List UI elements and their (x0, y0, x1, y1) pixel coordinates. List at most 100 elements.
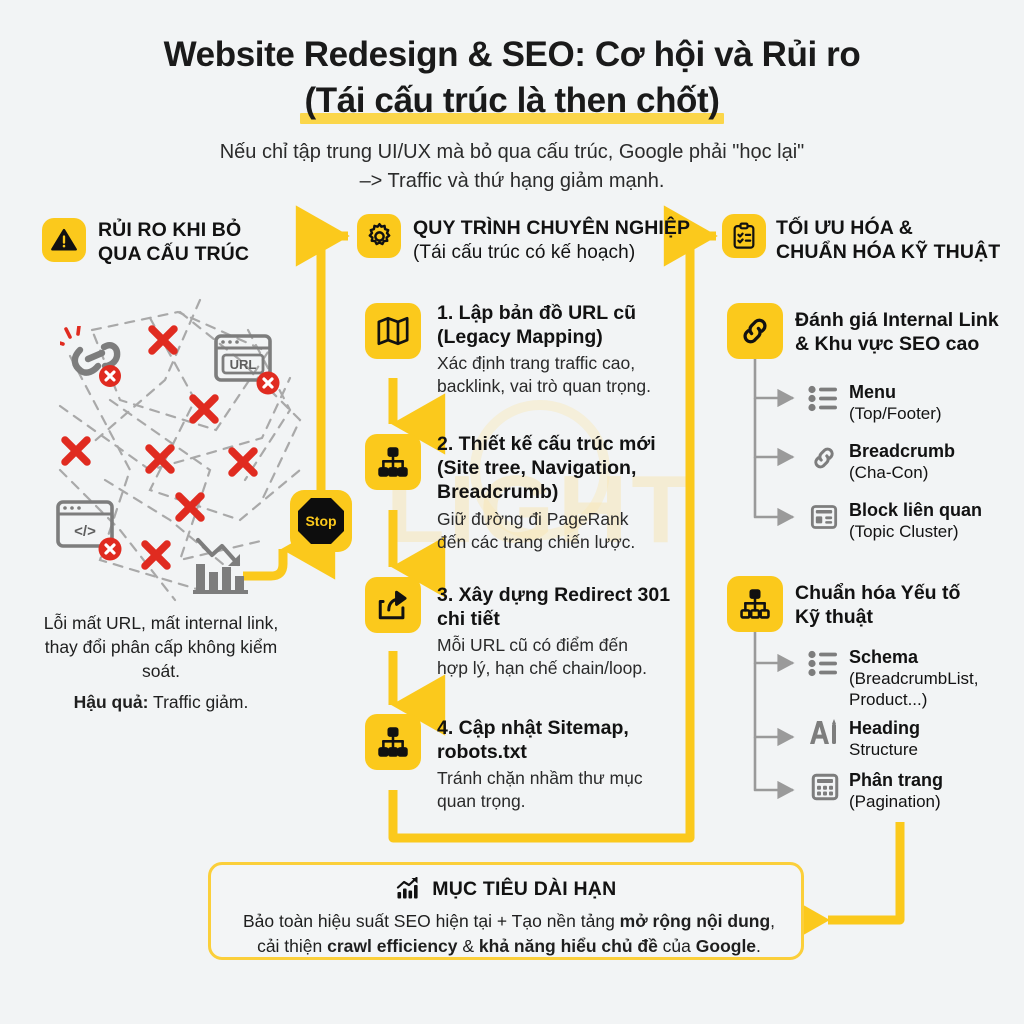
step-3-title-line-2: chi tiết (437, 608, 500, 631)
right-item-heading-label: Heading (849, 718, 921, 738)
goal-l2-d: khả năng hiểu chủ đề (478, 935, 658, 956)
code-label: </> (74, 523, 96, 540)
step-3-desc-line-1: Mỗi URL cũ có điểm đến (437, 635, 628, 655)
right-item-breadcrumb: Breadcrumb (Cha-Con) (849, 441, 1024, 484)
right-item-menu: Menu (Top/Footer) (849, 382, 1024, 425)
right-item-breadcrumb-label: Breadcrumb (849, 441, 956, 461)
redirect-share-icon (365, 577, 421, 633)
goal-l2-a: cải thiện (257, 935, 328, 956)
page-subtitle: Nếu chỉ tập trung UI/UX mà bỏ qua cấu tr… (0, 138, 1024, 196)
right-item-menu-sub: (Top/Footer) (849, 403, 942, 423)
right-item-pagination-label: Phân trang (849, 770, 944, 790)
step-2-title: 2. Thiết kế cấu trúc mới (Site tree, Nav… (437, 432, 692, 505)
right-heading-line-1: TỐI ƯU HÓA & (776, 217, 913, 239)
right-item-schema-sub2: Product...) (849, 689, 928, 709)
breadcrumb-chain-icon (810, 444, 838, 477)
url-browser-window-icon: URL (214, 334, 284, 403)
middle-heading: QUY TRÌNH CHUYÊN NGHIỆP (413, 217, 691, 239)
group-1-title: Đánh giá Internal Link & Khu vực SEO cao (795, 308, 1020, 356)
bullet-list-icon (808, 650, 838, 682)
right-item-pagination-sub: (Pagination) (849, 791, 941, 811)
left-column-caption: Lỗi mất URL, mất internal link, thay đổi… (30, 612, 292, 715)
right-item-breadcrumb-sub: (Cha-Con) (849, 462, 929, 482)
link-chain-icon (727, 303, 783, 359)
right-item-block: Block liên quan (Topic Cluster) (849, 500, 1024, 543)
risk-caption-text: Lỗi mất URL, mất internal link, thay đổi… (43, 613, 279, 681)
right-item-heading: Heading Structure (849, 718, 1024, 761)
right-item-block-label: Block liên quan (849, 500, 983, 520)
code-browser-window-icon: </> (56, 500, 126, 569)
right-column-heading: TỐI ƯU HÓA & CHUẨN HÓA KỸ THUẬT (776, 217, 1024, 265)
step-1-desc: Xác định trang traffic cao, backlink, va… (437, 352, 687, 398)
goal-box: MỤC TIÊU DÀI HẠN Bảo toàn hiệu suất SEO … (208, 862, 804, 960)
step-2-title-line-2: (Site tree, Navigation, (437, 457, 637, 480)
step-4-title: 4. Cập nhật Sitemap, robots.txt (437, 716, 692, 764)
step-1-title: 1. Lập bản đồ URL cũ (Legacy Mapping) (437, 301, 687, 349)
goal-l1-c: , (770, 911, 776, 931)
warning-triangle-icon (42, 218, 86, 262)
broken-link-icon (54, 324, 126, 393)
right-item-pagination: Phân trang (Pagination) (849, 770, 1024, 813)
middle-column-heading: QUY TRÌNH CHUYÊN NGHIỆP (Tái cấu trúc có… (413, 217, 703, 264)
step-4-desc-line-2: quan trọng. (437, 790, 526, 811)
step-1-title-line-2: (Legacy Mapping) (437, 326, 603, 349)
right-item-menu-label: Menu (849, 382, 896, 402)
sitemap-tree-icon (365, 714, 421, 770)
right-heading-line-2: CHUẨN HÓA KỸ THUẬT (776, 240, 1001, 263)
group-2-title: Chuẩn hóa Yếu tố Kỹ thuật (795, 581, 1010, 629)
heading-text-icon (808, 718, 840, 753)
group-2-title-line-2: Kỹ thuật (795, 606, 873, 629)
step-2-desc-line-2: đến các trang chiến lược. (437, 531, 636, 552)
goal-l1-a: Bảo toàn hiệu suất SEO hiện tại + Tạo nề… (242, 911, 620, 931)
title-line-1: Website Redesign & SEO: Cơ hội và Rủi ro (163, 35, 861, 74)
step-2-desc-line-1: Giữ đường đi PageRank (437, 509, 629, 529)
subtitle-line-2: –> Traffic và thứ hạng giảm mạnh. (359, 170, 665, 192)
step-1-desc-line-2: backlink, vai trò quan trọng. (437, 375, 652, 396)
right-item-schema-label: Schema (849, 647, 919, 667)
right-item-schema-sub: (BreadcrumbList, (849, 668, 979, 688)
growth-chart-icon (396, 876, 420, 906)
goal-l2-e: của (657, 935, 696, 956)
step-2-title-line-1: 2. Thiết kế cấu trúc mới (437, 433, 656, 455)
step-1-title-line-1: 1. Lập bản đồ URL cũ (437, 302, 636, 324)
middle-subheading: (Tái cấu trúc có kế hoạch) (413, 241, 636, 263)
group-2-title-line-1: Chuẩn hóa Yếu tố (795, 582, 961, 604)
goal-l2-c: & (457, 935, 479, 956)
right-item-schema: Schema (BreadcrumbList, Product...) (849, 647, 1024, 710)
goal-heading-row: MỤC TIÊU DÀI HẠN (211, 876, 801, 906)
declining-bar-chart-icon (192, 534, 252, 601)
step-2-desc: Giữ đường đi PageRank đến các trang chiế… (437, 508, 692, 554)
url-label: URL (230, 357, 257, 372)
step-3-desc: Mỗi URL cũ có điểm đến hợp lý, hạn chế c… (437, 634, 692, 680)
step-4-title-line-1: 4. Cập nhật Sitemap, (437, 717, 629, 739)
subtitle-line-1: Nếu chỉ tập trung UI/UX mà bỏ qua cấu tr… (219, 141, 805, 163)
step-1-desc-line-1: Xác định trang traffic cao, (437, 353, 636, 373)
goal-heading-text: MỤC TIÊU DÀI HẠN (432, 878, 617, 900)
goal-l2-b: crawl efficiency (327, 935, 458, 956)
group-1-title-line-1: Đánh giá Internal Link (795, 309, 999, 331)
goal-l2-f: Google (695, 935, 757, 956)
stop-sign-node: Stop (290, 490, 352, 552)
step-3-title-line-1: 3. Xây dựng Redirect 301 (437, 584, 671, 606)
goal-body: Bảo toàn hiệu suất SEO hiện tại + Tạo nề… (225, 909, 793, 959)
left-heading-line-2: QUA CẤU TRÚC (98, 242, 250, 265)
goal-l2-g: . (756, 935, 761, 956)
goal-body-line-2: cải thiện crawl efficiency & khả năng hi… (225, 934, 793, 959)
map-icon (365, 303, 421, 359)
page-title: Website Redesign & SEO: Cơ hội và Rủi ro… (0, 32, 1024, 125)
left-heading-line-1: RỦI RO KHI BỎ (98, 219, 242, 241)
consequence-value: Traffic giảm. (153, 692, 249, 713)
pagination-grid-icon (810, 772, 840, 807)
content-block-icon (810, 503, 838, 536)
consequence-label: Hậu quả: (73, 692, 149, 713)
left-column-heading: RỦI RO KHI BỎ QUA CẤU TRÚC (98, 219, 308, 267)
gear-icon (357, 214, 401, 258)
right-item-heading-sub: Structure (849, 739, 918, 759)
step-3-desc-line-2: hợp lý, hạn chế chain/loop. (437, 657, 647, 678)
clipboard-check-icon (722, 214, 766, 258)
right-item-block-sub: (Topic Cluster) (849, 521, 959, 541)
goal-body-line-1: Bảo toàn hiệu suất SEO hiện tại + Tạo nề… (225, 909, 793, 934)
step-4-desc-line-1: Tránh chặn nhầm thư mục (437, 768, 643, 788)
title-line-2: (Tái cấu trúc là then chốt) (300, 78, 724, 125)
step-4-desc: Tránh chặn nhầm thư mục quan trọng. (437, 767, 692, 813)
